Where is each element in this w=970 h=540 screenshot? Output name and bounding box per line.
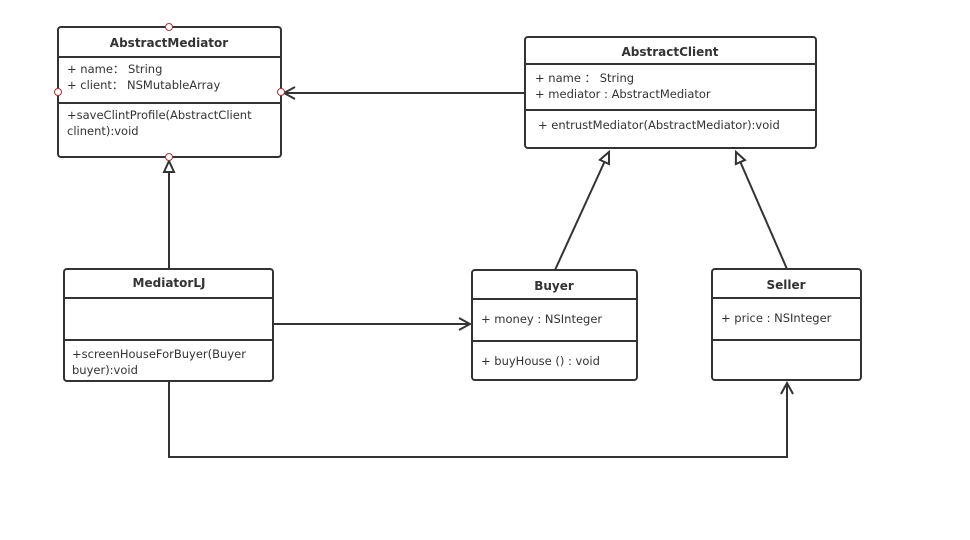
generalization-buyer: [554, 152, 609, 271]
connection-port[interactable]: [54, 88, 62, 96]
connection-port[interactable]: [277, 88, 285, 96]
class-seller[interactable]: Seller + price : NSInteger: [711, 268, 862, 381]
method: +screenHouseForBuyer(Buyer: [72, 347, 246, 361]
connection-port[interactable]: [165, 153, 173, 161]
class-name: Buyer: [534, 279, 574, 293]
generalization-seller: [736, 152, 788, 270]
method: + entrustMediator(AbstractMediator):void: [538, 118, 780, 132]
connection-port[interactable]: [165, 23, 173, 31]
attribute: + money : NSInteger: [481, 312, 602, 326]
class-abstract-client[interactable]: AbstractClient + name ： String + mediato…: [524, 36, 817, 149]
attribute: + mediator : AbstractMediator: [535, 87, 711, 101]
class-name: Seller: [766, 278, 805, 292]
attribute: + name： String: [67, 62, 162, 76]
class-name: AbstractClient: [621, 45, 718, 59]
class-name: MediatorLJ: [133, 276, 206, 290]
class-buyer[interactable]: Buyer + money : NSInteger + buyHouse () …: [471, 269, 638, 381]
class-name: AbstractMediator: [110, 36, 228, 50]
class-mediator-lj[interactable]: MediatorLJ +screenHouseForBuyer(Buyer bu…: [63, 268, 274, 382]
attribute: + client： NSMutableArray: [67, 78, 220, 92]
attribute: + price : NSInteger: [721, 311, 832, 325]
method: +saveClintProfile(AbstractClient: [67, 108, 252, 122]
class-abstract-mediator[interactable]: AbstractMediator + name： String + client…: [54, 23, 285, 161]
method: buyer):void: [72, 363, 138, 377]
attribute: + name ： String: [535, 71, 634, 85]
association-mediatorlj-to-seller: [168, 381, 787, 458]
method: + buyHouse () : void: [481, 354, 600, 368]
method: clinent):void: [67, 124, 139, 138]
